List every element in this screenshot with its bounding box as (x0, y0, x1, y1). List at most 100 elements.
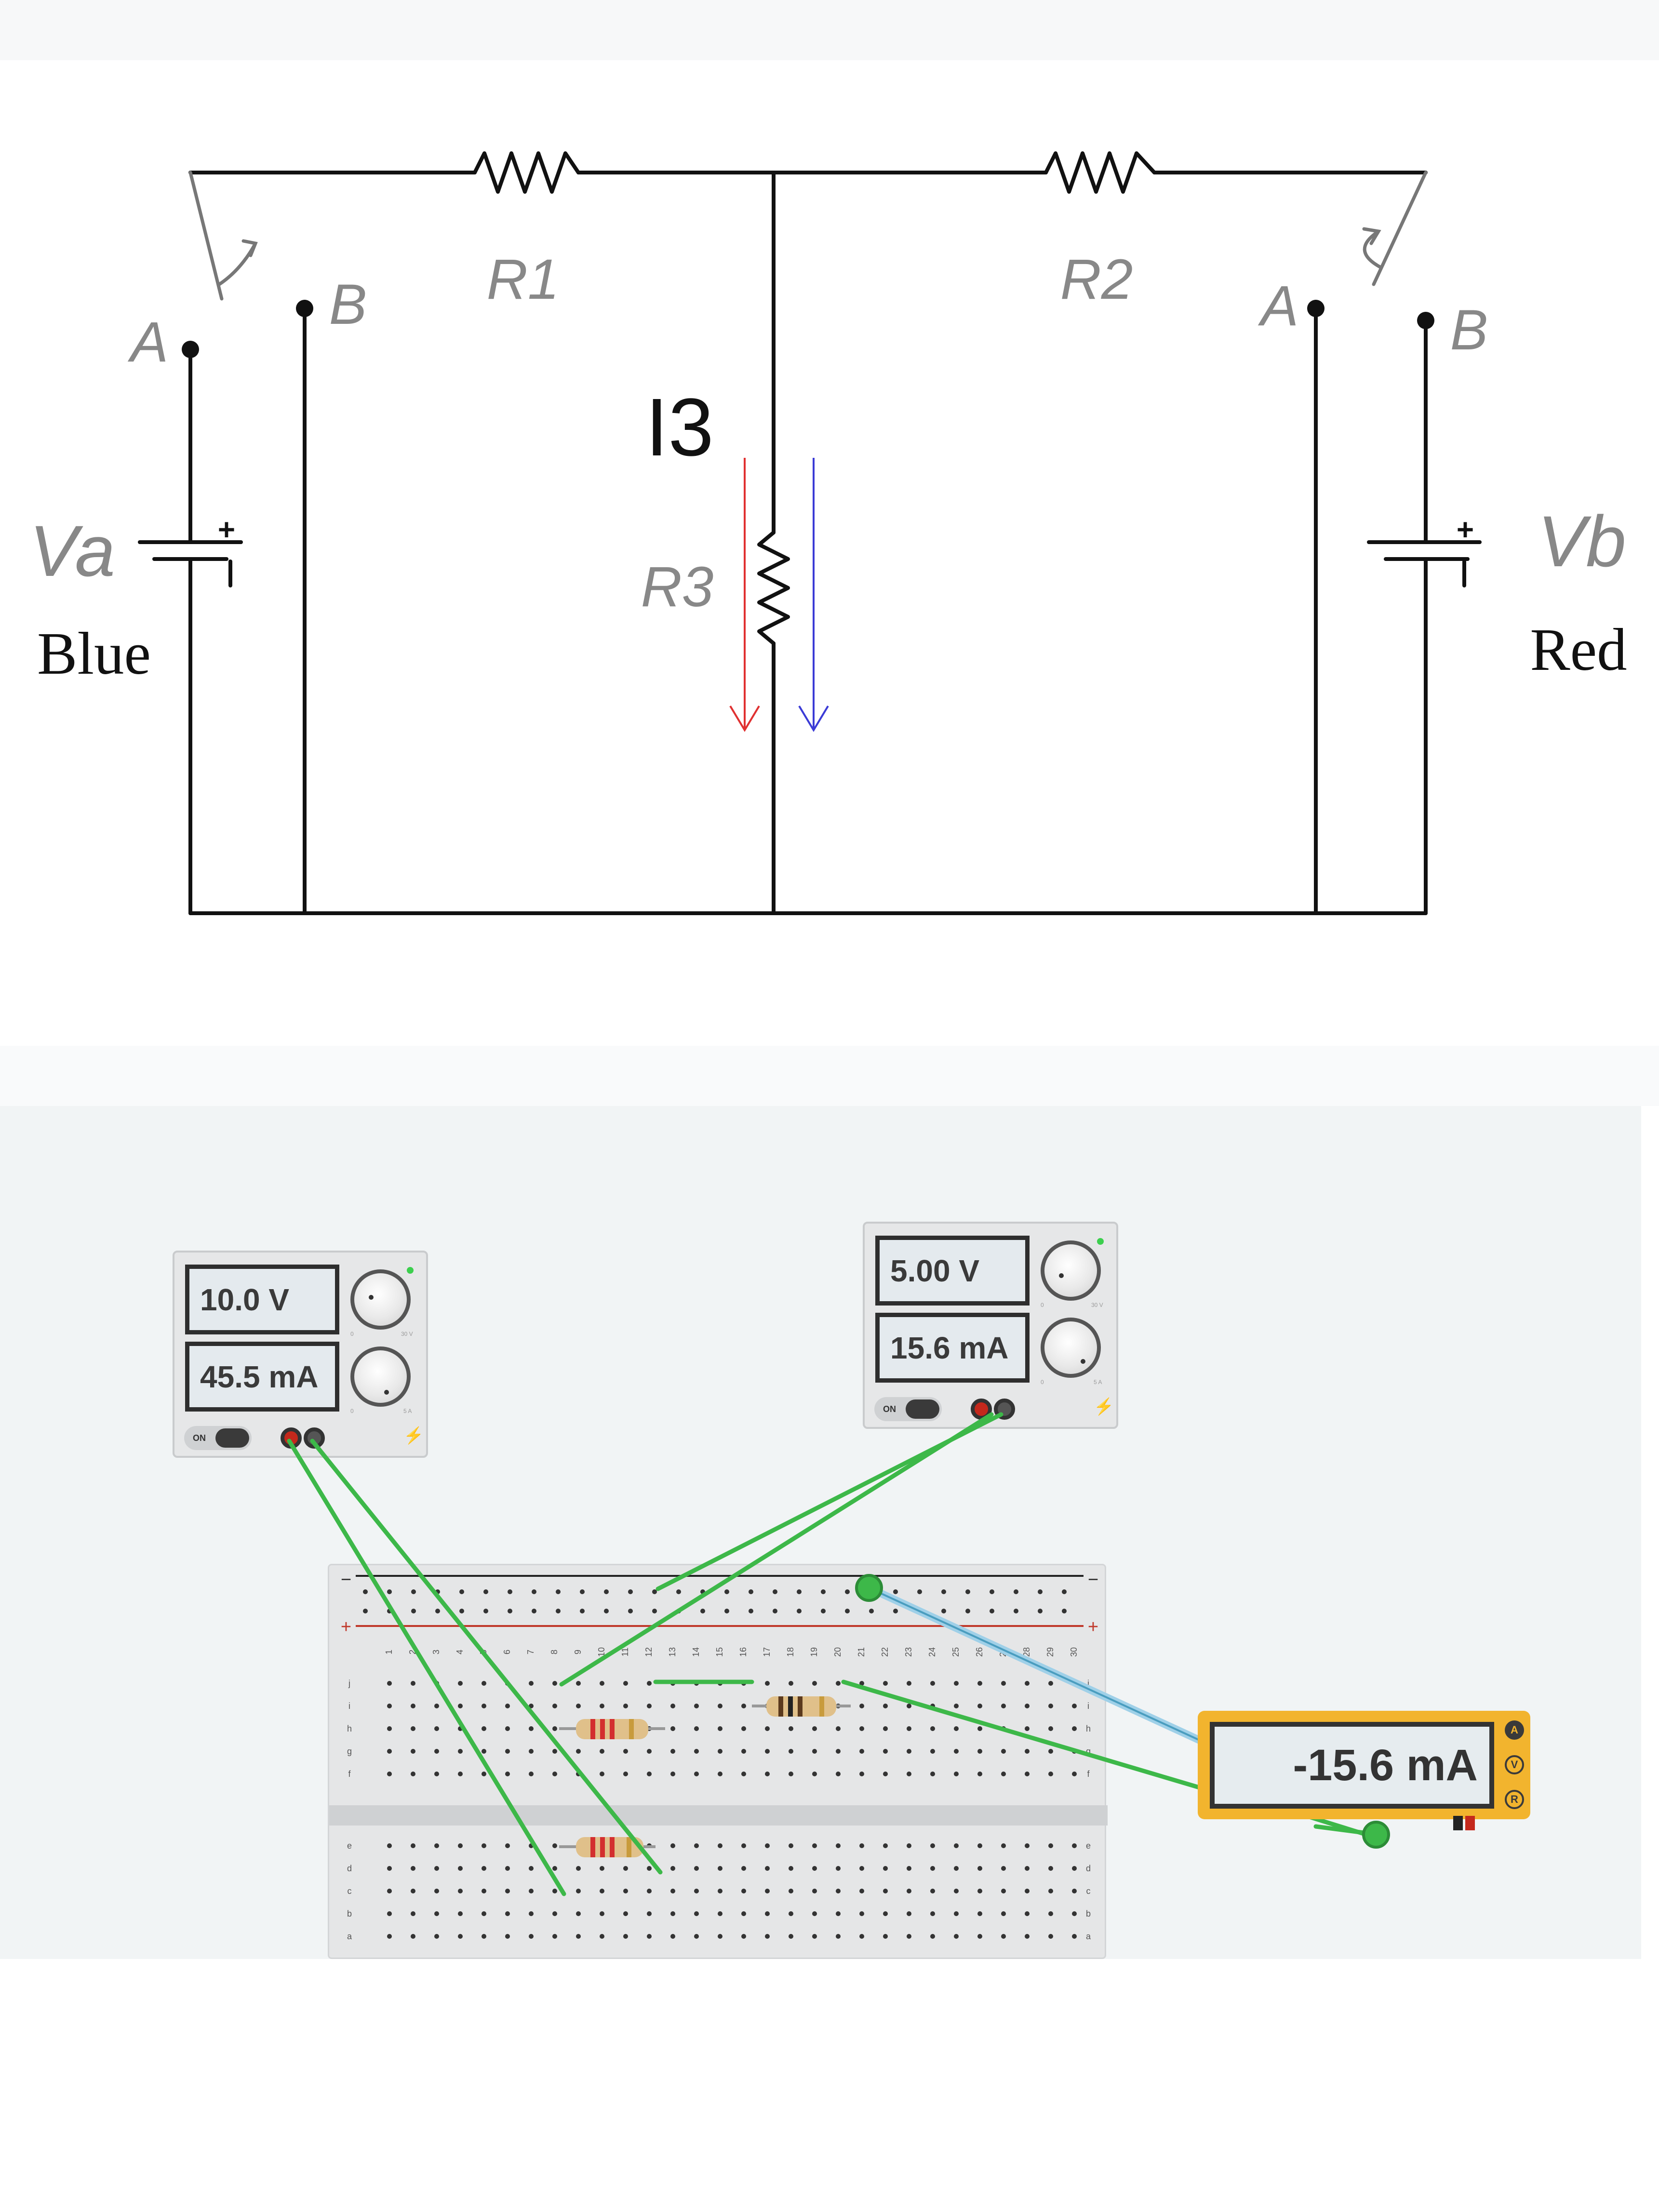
blue-label: Blue (37, 621, 151, 687)
resistor-r1[interactable] (559, 1719, 665, 1739)
current-knob[interactable] (350, 1346, 411, 1407)
breadboard-hole (600, 1704, 604, 1708)
column-label: 28 (1022, 1647, 1031, 1657)
breadboard-hole (1072, 1843, 1077, 1848)
rail-hole (604, 1589, 609, 1594)
voltage-knob[interactable] (350, 1269, 411, 1330)
breadboard-hole (907, 1889, 911, 1893)
breadboard-hole (482, 1726, 486, 1731)
breadboard-hole (812, 1772, 817, 1776)
breadboard-hole (883, 1704, 888, 1708)
meter-jack-black[interactable] (1453, 1816, 1463, 1830)
breadboard-hole (600, 1911, 604, 1916)
breadboard-hole (954, 1911, 959, 1916)
breadboard-hole (930, 1911, 935, 1916)
breadboard-hole (859, 1704, 864, 1708)
mode-voltmeter-button[interactable]: V (1505, 1755, 1524, 1774)
multimeter[interactable]: -15.6 mA A V R (1198, 1711, 1530, 1830)
row-label: i (1087, 1701, 1089, 1711)
breadboard-hole (859, 1681, 864, 1686)
wire-left-pos (287, 1439, 566, 1896)
wire-right-neg (656, 1412, 1003, 1591)
rail-hole (1014, 1609, 1018, 1613)
resistor-r2[interactable] (752, 1696, 851, 1717)
right-switch-blade (1372, 171, 1428, 286)
power-supply-right[interactable]: 5.00 V 15.6 mA 0 30 V 0 5 A ON ⚡ (863, 1222, 1118, 1429)
power-switch[interactable]: ON (874, 1397, 942, 1421)
breadboard-hole (552, 1681, 557, 1686)
breadboard-hole (812, 1726, 817, 1731)
breadboard-hole (930, 1843, 935, 1848)
breadboard-hole (482, 1749, 486, 1754)
rail-hole (965, 1589, 970, 1594)
breadboard-hole (387, 1681, 392, 1686)
breadboard-hole (1001, 1911, 1006, 1916)
current-knob[interactable] (1041, 1318, 1101, 1378)
breadboard-hole (505, 1726, 510, 1731)
rail-hole (387, 1589, 392, 1594)
breadboard-hole (411, 1889, 415, 1893)
breadboard-hole (718, 1866, 722, 1871)
rail-hole (628, 1589, 633, 1594)
breadboard-hole (954, 1704, 959, 1708)
voltage-knob[interactable] (1041, 1240, 1101, 1301)
breadboard-hole (907, 1866, 911, 1871)
current-knob-max: 5 A (403, 1408, 412, 1414)
column-label: 14 (691, 1647, 701, 1657)
row-label: h (347, 1724, 352, 1733)
breadboard-hole (694, 1866, 699, 1871)
breadboard-hole (907, 1726, 911, 1731)
breadboard-hole (1025, 1866, 1030, 1871)
rail-hole (749, 1589, 753, 1594)
column-label: 3 (431, 1650, 441, 1654)
breadboard-hole (623, 1704, 628, 1708)
breadboard-hole (434, 1843, 439, 1848)
breadboard-hole (883, 1726, 888, 1731)
breadboard-hole (907, 1911, 911, 1916)
power-switch-label: ON (883, 1404, 896, 1414)
breadboard-hole (670, 1704, 675, 1708)
multimeter-display: -15.6 mA (1210, 1722, 1494, 1809)
mode-resistance-button[interactable]: R (1505, 1790, 1524, 1809)
column-label: 13 (668, 1647, 677, 1657)
breadboard-hole (883, 1843, 888, 1848)
breadboard-hole (883, 1911, 888, 1916)
breadboard-hole (1025, 1726, 1030, 1731)
breadboard-hole (576, 1866, 581, 1871)
breadboard-hole (694, 1934, 699, 1939)
breadboard-hole (765, 1911, 770, 1916)
breadboard-hole (741, 1772, 746, 1776)
breadboard-hole (576, 1681, 581, 1686)
column-label: 15 (715, 1647, 724, 1657)
breadboard-hole (954, 1681, 959, 1686)
rail-hole (459, 1609, 464, 1613)
circuit-simulator-canvas[interactable]: 10.0 V 45.5 mA 0 30 V 0 5 A ON ⚡ 5.00 V … (0, 1106, 1641, 1959)
mode-ammeter-button[interactable]: A (1505, 1720, 1524, 1740)
breadboard-hole (930, 1749, 935, 1754)
breadboard-hole (387, 1843, 392, 1848)
breadboard-hole (789, 1749, 793, 1754)
column-label: 23 (904, 1647, 913, 1657)
negative-terminal[interactable] (994, 1399, 1015, 1420)
breadboard-hole (694, 1726, 699, 1731)
breadboard-hole (458, 1866, 463, 1871)
breadboard-hole (1072, 1889, 1077, 1893)
breadboard-hole (1072, 1772, 1077, 1776)
power-switch[interactable]: ON (184, 1426, 252, 1450)
breadboard-hole (765, 1866, 770, 1871)
column-label: 12 (644, 1647, 654, 1657)
power-supply-left[interactable]: 10.0 V 45.5 mA 0 30 V 0 5 A ON ⚡ (173, 1251, 428, 1458)
breadboard-hole (411, 1681, 415, 1686)
breadboard-hole (1025, 1911, 1030, 1916)
breadboard-hole (859, 1726, 864, 1731)
rail-hole (773, 1589, 777, 1594)
breadboard-hole (883, 1934, 888, 1939)
breadboard-hole (482, 1681, 486, 1686)
breadboard-hole (954, 1726, 959, 1731)
breadboard-hole (789, 1866, 793, 1871)
meter-jack-red[interactable] (1465, 1816, 1475, 1830)
breadboard-hole (1048, 1934, 1053, 1939)
breadboard-hole (1072, 1726, 1077, 1731)
rail-hole (652, 1589, 657, 1594)
